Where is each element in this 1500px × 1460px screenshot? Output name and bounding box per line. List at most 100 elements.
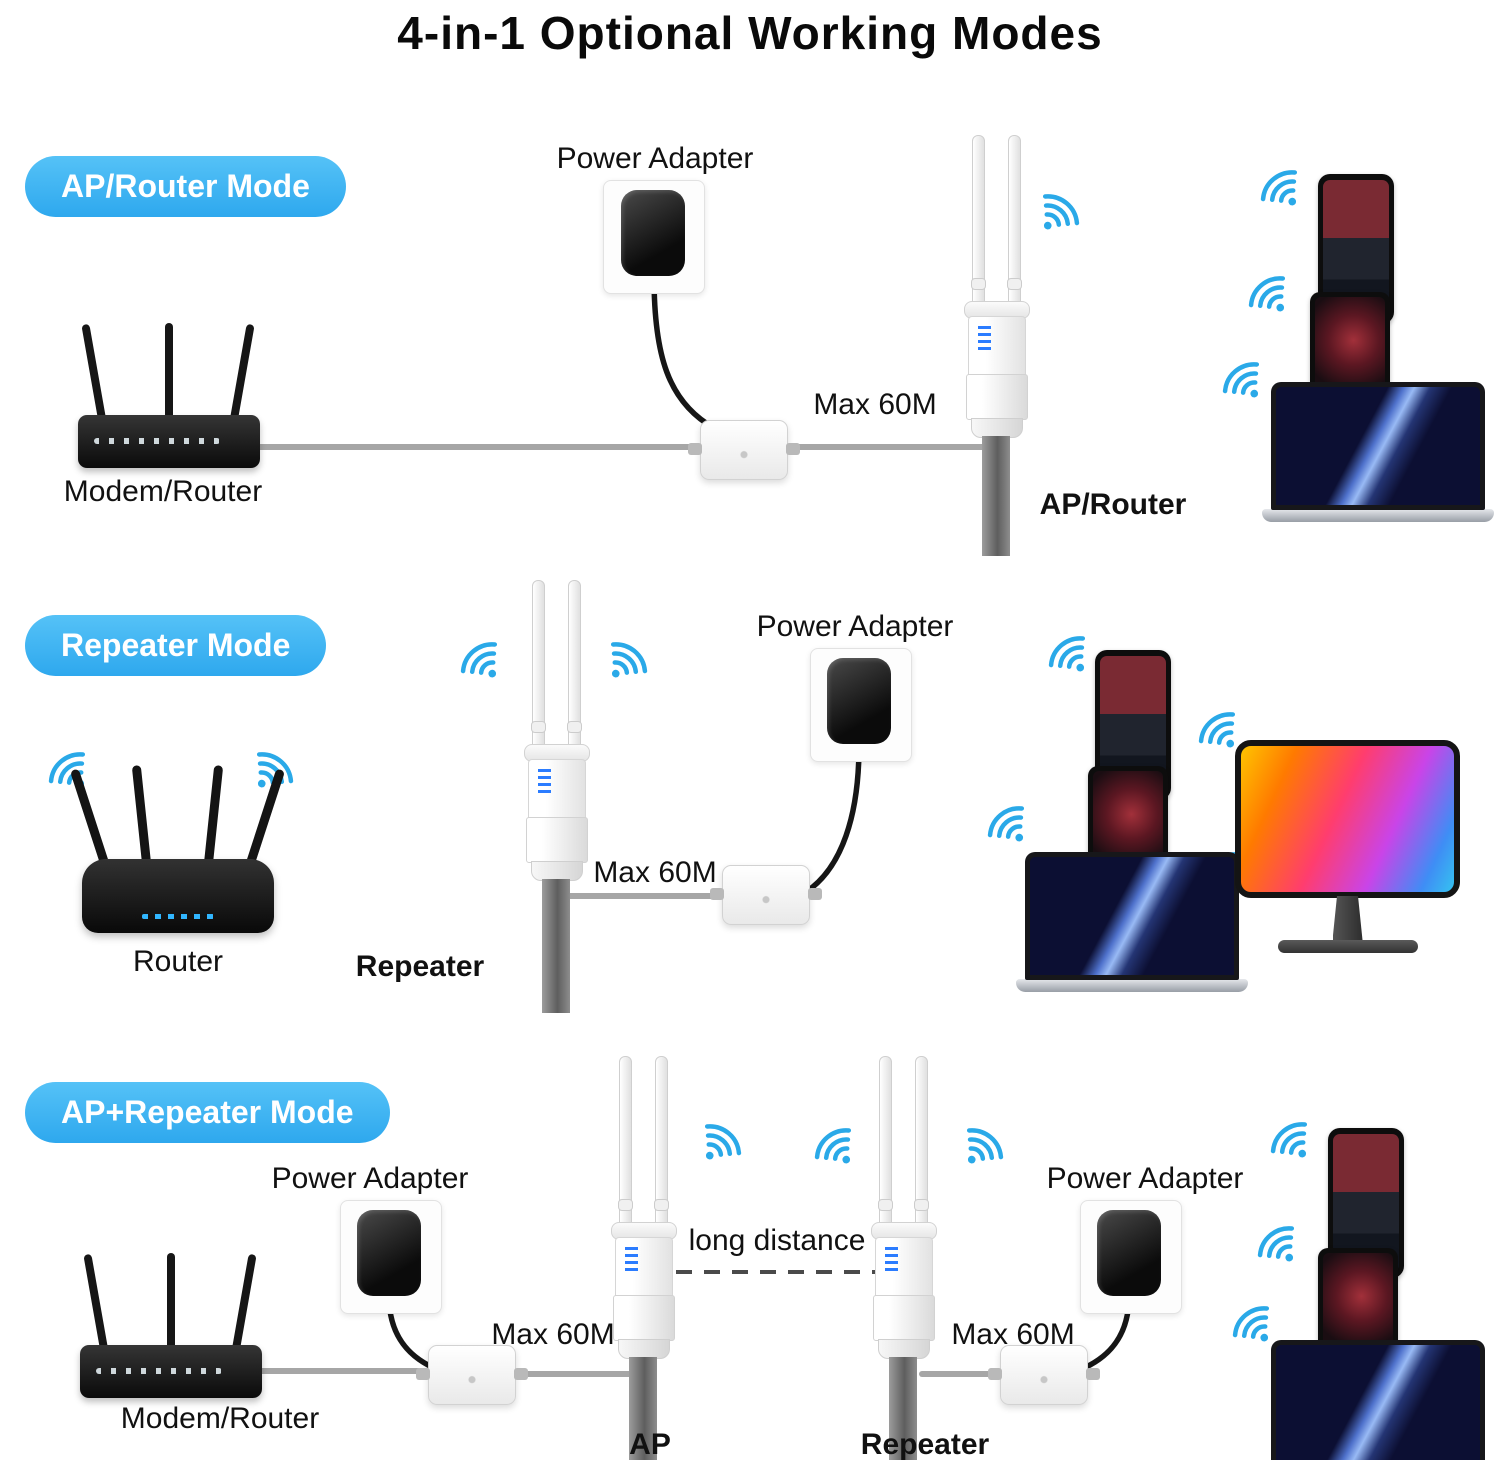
max-distance-label: Max 60M (593, 856, 717, 889)
mounting-pole (629, 1357, 657, 1460)
page-title: 4-in-1 Optional Working Modes (397, 7, 1103, 59)
modem-router (78, 323, 260, 470)
tablet (1318, 1248, 1398, 1354)
antenna (567, 580, 582, 750)
mode-badge: AP/Router Mode (25, 156, 346, 217)
wifi-icon (1257, 1107, 1333, 1183)
device-role-label: Repeater (860, 1428, 990, 1460)
wifi-icon (1235, 261, 1311, 337)
power-adapter (621, 190, 685, 276)
power-adapter (827, 658, 891, 744)
poe-injector (710, 865, 822, 925)
led-indicators (538, 769, 551, 796)
antenna (531, 580, 546, 750)
laptop (1016, 852, 1248, 992)
tablet-screen (1323, 1253, 1393, 1349)
laptop-base (1016, 979, 1248, 992)
section-ap-router-mode: AP/Router Mode Power Adapter Modem/Route… (0, 120, 1500, 560)
long-distance-label: long distance (688, 1224, 866, 1257)
router-body (78, 415, 260, 468)
device-body (875, 1237, 933, 1297)
monitor-screen (1235, 740, 1460, 898)
device-body (968, 316, 1026, 376)
power-adapter-label: Power Adapter (756, 610, 954, 643)
monitor-base (1277, 940, 1418, 953)
led-indicators (96, 1368, 222, 1374)
laptop-screen (1271, 1340, 1485, 1460)
device-collar (971, 418, 1023, 438)
device-body (528, 759, 586, 819)
wifi-router (69, 765, 286, 935)
power-adapter-label: Power Adapter (556, 142, 754, 175)
cable-layer (255, 273, 998, 450)
modem-router-label: Modem/Router (120, 1402, 320, 1435)
wifi-icon (679, 1109, 755, 1185)
antenna (654, 1056, 669, 1228)
router-body (82, 859, 274, 933)
device-collar (531, 861, 583, 881)
laptop-screen (1271, 382, 1485, 510)
antenna (914, 1056, 929, 1228)
router-antenna (167, 1253, 175, 1349)
power-adapter (1097, 1210, 1161, 1296)
wifi-icon (1244, 1211, 1320, 1287)
modem-router-label: Modem/Router (63, 475, 263, 508)
device-collar (878, 1339, 930, 1359)
device-collar (618, 1339, 670, 1359)
mode-badge: Repeater Mode (25, 615, 327, 676)
laptop-screen (1025, 852, 1239, 980)
wifi-icon (1017, 179, 1093, 255)
device-body-lower (526, 817, 588, 863)
router-antenna (204, 765, 224, 864)
poe-injector (988, 1345, 1100, 1405)
led-indicators (625, 1247, 638, 1274)
mounting-pole (889, 1357, 917, 1460)
device-role-label: AP/Router (1039, 488, 1187, 521)
router-antenna (131, 765, 151, 864)
antenna (878, 1056, 893, 1228)
mounting-pole (542, 879, 570, 1013)
power-adapter-label: Power Adapter (1046, 1162, 1244, 1195)
device-body-lower (613, 1295, 675, 1341)
max-distance-label: Max 60M (813, 388, 937, 421)
mounting-pole (982, 436, 1010, 556)
power-cable (803, 743, 862, 895)
router-antenna (165, 323, 173, 419)
router-antenna (230, 323, 255, 420)
section-ap-repeater-mode: AP+Repeater Mode Power Adapter Modem/Rou… (0, 1040, 1500, 1460)
router-label: Router (132, 945, 224, 978)
max-distance-label: Max 60M (491, 1318, 615, 1351)
wifi-icon (801, 1113, 877, 1189)
wifi-icon (941, 1113, 1017, 1189)
device-body-lower (966, 374, 1028, 420)
poe-injector (688, 420, 800, 480)
laptop (1262, 382, 1494, 522)
section-repeater-mode: Repeater Mode Router (0, 560, 1500, 1040)
device-body-lower (873, 1295, 935, 1341)
router-antenna (83, 1253, 108, 1350)
tablet (1310, 292, 1390, 398)
laptop (1262, 1340, 1494, 1460)
antenna (1007, 135, 1022, 307)
device-role-label: Repeater (355, 950, 485, 983)
router-antenna (232, 1253, 257, 1350)
power-adapter (357, 1210, 421, 1296)
power-adapter-label: Power Adapter (271, 1162, 469, 1195)
tablet-screen (1315, 297, 1385, 393)
modem-router (80, 1253, 262, 1400)
tablet-screen (1093, 771, 1163, 867)
curved-monitor (1235, 740, 1460, 953)
wifi-icon (974, 791, 1050, 867)
antenna (618, 1056, 633, 1228)
led-indicators (885, 1247, 898, 1274)
led-indicators (94, 438, 220, 444)
wifi-icon (1209, 347, 1285, 423)
router-body (80, 1345, 262, 1398)
cable-layer (567, 743, 862, 899)
wifi-icon (1035, 621, 1111, 697)
laptop-base (1262, 509, 1494, 522)
wifi-icon (447, 627, 523, 703)
wifi-icon (1247, 155, 1323, 231)
device-role-label: AP (629, 1428, 671, 1460)
